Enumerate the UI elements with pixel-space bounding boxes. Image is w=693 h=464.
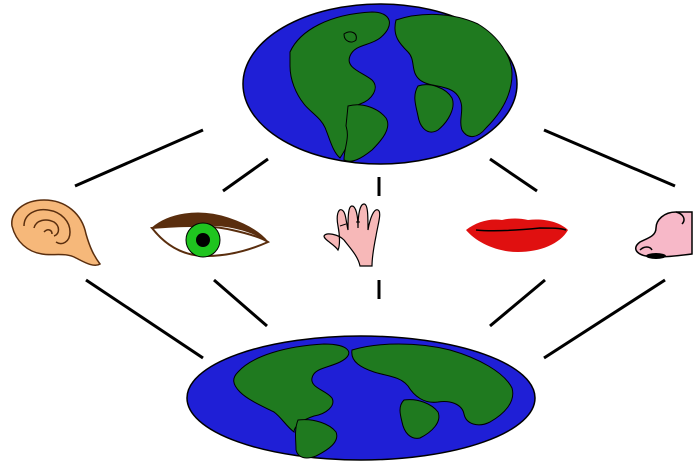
connector-bottom-nose (544, 280, 665, 358)
connector-top-ear (75, 130, 203, 186)
connector-top-lips (490, 159, 537, 191)
connector-top-eye (223, 159, 268, 191)
hand-icon (324, 204, 380, 266)
globe-icon (187, 336, 535, 460)
connector-bottom-ear (86, 280, 203, 358)
connector-bottom-eye (214, 280, 267, 326)
lips-icon (466, 219, 568, 253)
nose-icon (636, 212, 692, 259)
ear-icon (12, 200, 100, 265)
eye-icon (152, 213, 268, 257)
connector-top-nose (544, 130, 675, 186)
connector-bottom-lips (490, 280, 545, 326)
globe-icon (243, 4, 517, 164)
